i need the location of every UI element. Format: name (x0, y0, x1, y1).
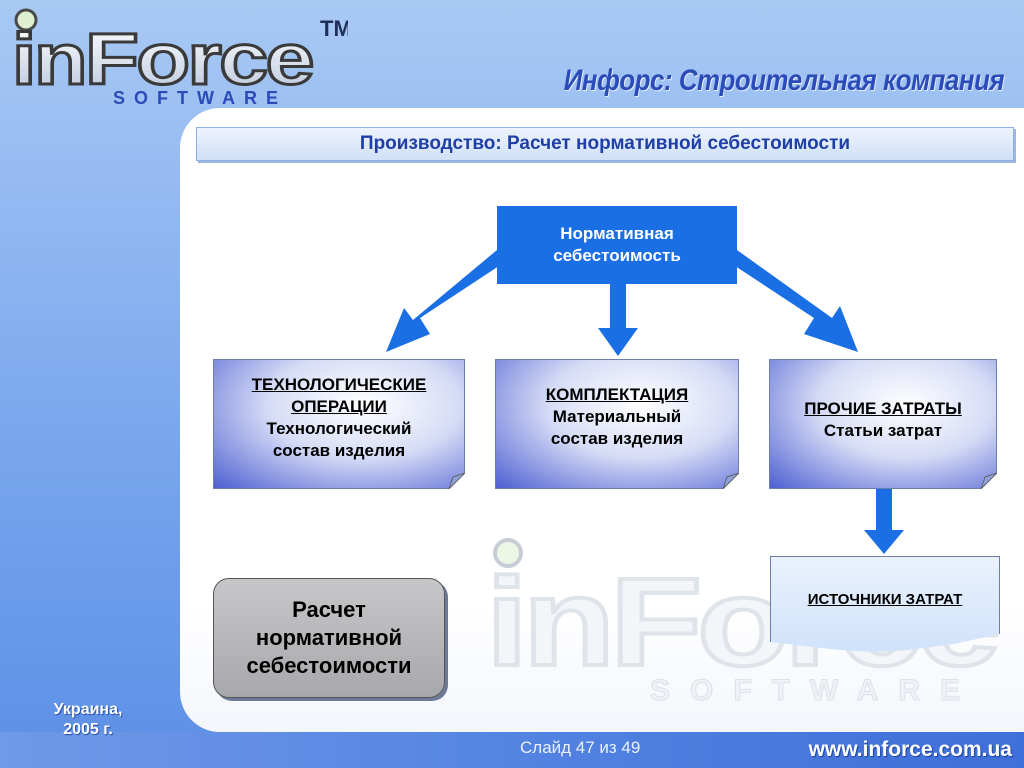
logo-sub: SOFTWARE (113, 88, 287, 106)
card4-heading: ИСТОЧНИКИ ЗАТРАТ (807, 591, 963, 608)
card1-text1: Технологический (266, 419, 412, 438)
card2-heading: КОМПЛЕКТАЦИЯ (545, 385, 689, 404)
other-costs-card: ПРОЧИЕ ЗАТРАТЫ Статьи затрат (769, 359, 997, 489)
card1-heading2: ОПЕРАЦИИ (291, 397, 387, 416)
top-line1: Нормативная (560, 224, 674, 243)
calculate-normative-cost-button[interactable]: Расчет нормативной себестоимости (213, 578, 445, 698)
tech-operations-card: ТЕХНОЛОГИЧЕСКИЕ ОПЕРАЦИИ Технологический… (213, 359, 465, 489)
region-line2: 2005 г. (63, 721, 113, 738)
slide-number: Слайд 47 из 49 (520, 738, 641, 757)
top-line2: себестоимость (553, 246, 681, 265)
card1-text2: состав изделия (272, 441, 406, 460)
website-link[interactable]: www.inforce.com.ua (808, 738, 1012, 761)
inforce-logo: inForce SOFTWARE TM (11, 8, 348, 106)
card3-text1: Статьи затрат (823, 421, 943, 440)
card2-text2: состав изделия (550, 429, 684, 448)
logo-word: inForce (12, 20, 312, 100)
normative-cost-box: Нормативная себестоимость (497, 206, 737, 284)
watermark-sub: SOFTWARE (650, 674, 980, 707)
card2-text1: Материальный (552, 407, 682, 426)
page-fold-icon (449, 473, 465, 489)
logo-tm: TM (320, 16, 348, 41)
calc-line1: Расчет (292, 597, 366, 622)
footer-band (0, 732, 1024, 768)
company-title: Инфорс: Строительная компания (563, 64, 1005, 97)
page-fold-icon (981, 473, 997, 489)
region-label: Украина, 2005 г. (30, 700, 146, 740)
page-fold-icon (723, 473, 739, 489)
calc-line2: нормативной (255, 625, 403, 650)
slide-title: Производство: Расчет нормативной себесто… (196, 127, 1014, 161)
cost-sources-card: ИСТОЧНИКИ ЗАТРАТ (770, 556, 1000, 652)
card1-heading1: ТЕХНОЛОГИЧЕСКИЕ (251, 375, 427, 394)
kit-card: КОМПЛЕКТАЦИЯ Материальный состав изделия (495, 359, 739, 489)
calc-line3: себестоимости (246, 653, 412, 678)
region-line1: Украина, (53, 701, 123, 718)
card3-heading: ПРОЧИЕ ЗАТРАТЫ (804, 399, 962, 418)
